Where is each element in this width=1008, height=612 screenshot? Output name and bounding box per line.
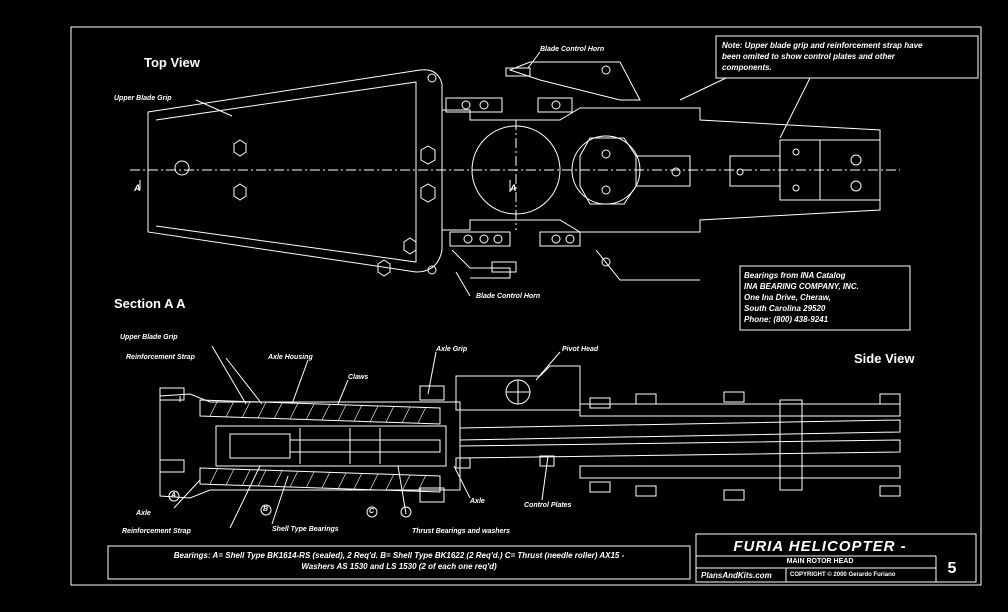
note-line: Note: Upper blade grip and reinforcement… xyxy=(722,41,923,50)
section-view-drawing xyxy=(159,345,901,529)
label-thrust-bearings: Thrust Bearings and washers xyxy=(412,528,511,535)
note-line: components. xyxy=(722,63,772,72)
title-block-copyright: COPYRIGHT © 2000 Gerardo Furiano xyxy=(790,572,896,578)
sheet-number: 5 xyxy=(947,560,957,577)
label-shell-type-bearings: Shell Type Bearings xyxy=(272,526,339,533)
title-block-frame xyxy=(695,533,977,583)
bearing-source-line: South Carolina 29520 xyxy=(744,304,826,313)
label-blade-control-horn-top: Blade Control Horn xyxy=(540,46,605,53)
label-axle-bottom: Axle xyxy=(136,510,151,517)
note-box xyxy=(715,35,979,79)
footnote-box xyxy=(107,545,691,580)
label-upper-blade-grip-top: Upper Blade Grip xyxy=(114,95,172,102)
section-marker-a-left: A xyxy=(134,183,141,193)
bearing-source-text: Bearings from INA Catalog INA BEARING CO… xyxy=(744,270,904,325)
section-marker-a-center: A xyxy=(510,183,517,193)
label-reinforcement-strap-bottom: Reinforcement Strap xyxy=(122,528,191,535)
footnote-line: Washers AS 1530 and LS 1530 (2 of each o… xyxy=(301,562,497,571)
footnote-line: Bearings: A= Shell Type BK1614-RS (seale… xyxy=(173,551,625,560)
label-reinforcement-strap-top: Reinforcement Strap xyxy=(126,354,195,361)
label-control-plates: Control Plates xyxy=(524,502,572,509)
bearing-source-box xyxy=(739,265,911,331)
bearing-source-line: Phone: (800) 438-9241 xyxy=(744,315,829,324)
label-upper-blade-grip-section: Upper Blade Grip xyxy=(120,334,178,341)
section-view-title: Section A A xyxy=(114,296,186,311)
label-claws: Claws xyxy=(348,374,369,381)
label-pivot-head: Pivot Head xyxy=(562,346,599,353)
title-block-subtitle: MAIN ROTOR HEAD xyxy=(786,558,854,565)
callout-b: B xyxy=(263,506,269,513)
label-axle-right: Axle xyxy=(470,498,485,505)
top-view-title: Top View xyxy=(144,55,200,70)
bearing-source-line: One Ina Drive, Cheraw, xyxy=(744,293,831,302)
callout-c: C xyxy=(369,508,375,515)
sheet-border xyxy=(70,26,982,586)
label-blade-control-horn-bottom: Blade Control Horn xyxy=(476,293,541,300)
title-block-title: FURIA HELICOPTER - xyxy=(733,538,907,555)
title-block-website: PlansAndKits.com xyxy=(701,571,772,580)
bearing-source-line: INA BEARING COMPANY, INC. xyxy=(744,282,859,291)
bearing-source-line: Bearings from INA Catalog xyxy=(744,271,846,280)
callout-a: A xyxy=(171,492,177,499)
label-axle-grip: Axle Grip xyxy=(436,346,468,353)
note-text: Note: Upper blade grip and reinforcement… xyxy=(722,40,970,73)
bearing-footnote: Bearings: A= Shell Type BK1614-RS (seale… xyxy=(112,550,686,572)
side-view-title: Side View xyxy=(854,351,915,366)
top-view-drawing xyxy=(130,51,900,297)
label-axle-housing: Axle Housing xyxy=(268,354,313,361)
note-line: been omited to show control plates and o… xyxy=(722,52,895,61)
